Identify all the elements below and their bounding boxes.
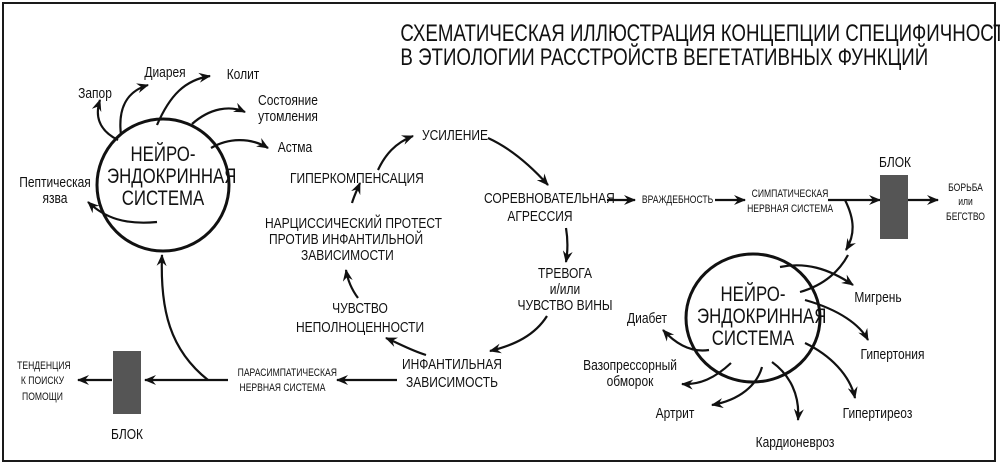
arrow-to-artrit (711, 366, 764, 408)
arrow-usilenie-to-agressiya (487, 136, 549, 186)
sympathetic-result-3: БЕГСТВО (946, 211, 985, 223)
arrow-zavisimost-to-chuvstvo (385, 336, 427, 357)
arrow-trevoga-to-zavisimost (489, 315, 548, 354)
sympathetic-result-2: или (958, 196, 973, 208)
outcome-vazo-1: Вазопрессорный (583, 357, 677, 374)
arrow-to-vazo (681, 362, 732, 390)
right-system-label-1: НЕЙРО- (720, 283, 786, 306)
outcome-yazva-2: язва (42, 190, 68, 207)
left-system-circle (95, 117, 231, 253)
right-system-label-2: ЭНДОКРИННАЯ (697, 305, 827, 328)
right-system-label-3: СИСТЕМА (711, 327, 795, 350)
arrow-to-diareya (119, 83, 149, 136)
sympathetic-nerve-2: НЕРВНАЯ СИСТЕМА (747, 203, 834, 215)
right-system-circle (684, 252, 822, 384)
outcome-vazo-2: обморок (606, 373, 654, 390)
outcome-migren: Мигрень (854, 289, 902, 306)
left-system-label-3: СИСТЕМА (121, 187, 205, 210)
parasym-block-label: БЛОК (110, 426, 144, 443)
arrow-parasym-to-left-system (156, 254, 209, 381)
node-usilenie: УСИЛЕНИЕ (421, 127, 489, 144)
node-protest-3: ЗАВИСИМОСТИ (301, 247, 394, 264)
parasym-result-1: ТЕНДЕНЦИЯ (17, 360, 71, 372)
parasym-result-3: ПОМОЩИ (22, 391, 63, 403)
node-trevoga-3: ЧУВСТВО ВИНЫ (517, 297, 613, 314)
outcome-yazva-1: Пептическая (19, 174, 91, 191)
arrow-to-kardionevroz (771, 361, 804, 421)
node-zavisimost-1: ИНФАНТИЛЬНАЯ (402, 356, 502, 373)
left-system-label-2: ЭНДОКРИННАЯ (107, 165, 237, 188)
parasym-result-2: К ПОИСКУ (20, 375, 65, 387)
node-protest-1: НАРЦИССИЧЕСКИЙ ПРОТЕСТ (265, 215, 443, 232)
outcome-kardionevroz: Кардионевроз (755, 434, 835, 451)
node-protest-2: ПРОТИВ ИНФАНТИЛЬНОЙ (269, 231, 424, 248)
arrow-to-migren (779, 264, 854, 286)
outcome-astma: Астма (277, 139, 313, 156)
outcome-diabet: Диабет (626, 310, 668, 327)
arrow-to-zapor (91, 99, 119, 141)
outcome-sostoyanie-2: утомления (258, 108, 318, 125)
arrow-to-sostoyanie (191, 102, 246, 125)
sympathetic-nerve-1: СИМПАТИЧЕСКАЯ (751, 188, 829, 200)
node-agressiya-1: СОРЕВНОВАТЕЛЬНАЯ (484, 190, 615, 207)
sympathetic-result-1: БОРЬБА (948, 182, 983, 194)
node-giperkomp: ГИПЕРКОМПЕНСАЦИЯ (290, 170, 424, 187)
arrow-protest-to-giperkomp (350, 182, 362, 204)
parasym-nerve-2: НЕРВНАЯ СИСТЕМА (239, 382, 326, 394)
arrow-sympathetic-to-right-system (844, 199, 856, 251)
parasympathetic-block (113, 351, 141, 414)
outcome-gipertoniya: Гипертония (860, 346, 925, 363)
arrow-to-gipertoniya (804, 298, 869, 341)
node-chuvstvo-1: ЧУВСТВО (332, 300, 388, 317)
node-chuvstvo-2: НЕПОЛНОЦЕННОСТИ (296, 319, 425, 336)
arrow-to-astma (210, 138, 269, 149)
arrow-chuvstvo-to-protest (342, 269, 359, 299)
left-system-label-1: НЕЙРО- (130, 143, 196, 166)
outcome-artrit: Артрит (655, 405, 695, 422)
sympathetic-block-label: БЛОК (878, 154, 912, 171)
outcome-kolit: Колит (226, 66, 260, 83)
outcome-gipertireoz: Гипертиреоз (842, 405, 913, 422)
node-vrazhdebnost: ВРАЖДЕБНОСТЬ (641, 194, 714, 206)
sympathetic-block (880, 175, 908, 239)
node-zavisimost-2: ЗАВИСИМОСТЬ (406, 374, 498, 391)
node-agressiya-2: АГРЕССИЯ (507, 208, 573, 225)
outcome-zapor: Запор (78, 85, 112, 102)
title-line-2: В ЭТИОЛОГИИ РАССТРОЙСТВ ВЕГЕТАТИВНЫХ ФУН… (400, 44, 929, 71)
arrow-to-yazva (87, 201, 158, 224)
arrow-agressiya-to-trevoga (562, 227, 573, 263)
arrow-to-diabet (662, 329, 710, 352)
arrow-to-gipertireoz (804, 342, 858, 399)
parasym-nerve-1: ПАРАСИМПАТИЧЕСКАЯ (237, 367, 337, 379)
arrow-giperkomp-to-usilenie (377, 134, 414, 171)
title-line-1: СХЕМАТИЧЕСКАЯ ИЛЛЮСТРАЦИЯ КОНЦЕПЦИИ СПЕЦ… (400, 20, 1000, 47)
node-trevoga-2: и/или (549, 281, 581, 298)
node-trevoga-1: ТРЕВОГА (538, 265, 592, 282)
outcome-sostoyanie-1: Состояние (258, 92, 318, 109)
outcome-diareya: Диарея (144, 64, 186, 81)
arrow-sympathetic-into-circle (799, 254, 849, 294)
arrow-to-kolit (155, 72, 211, 126)
